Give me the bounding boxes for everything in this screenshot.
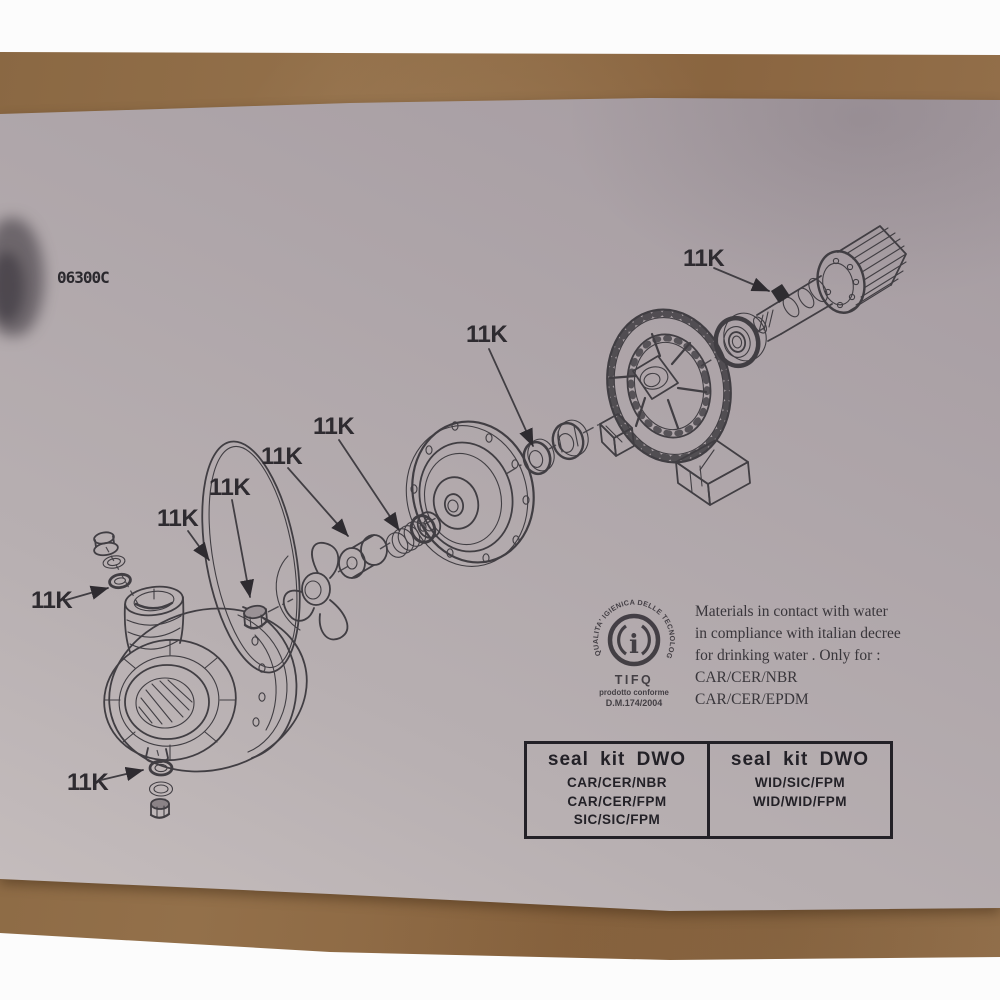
- bracket-foot-right: [675, 439, 751, 506]
- plug-axis-bottom: [156, 749, 161, 762]
- svg-text:11K: 11K: [313, 413, 355, 440]
- drain-plug-top: [93, 531, 132, 590]
- callout-11k-seal-holder: 11K: [261, 443, 349, 537]
- casing-gasket-oring: [201, 440, 301, 674]
- callout-11k-top-oring: 11K: [31, 585, 109, 614]
- impeller-nut: [243, 604, 269, 630]
- pump-casing: [103, 585, 308, 773]
- materials-line: Materials in contact with water: [695, 603, 888, 620]
- stamp-line2: D.M.174/2004: [606, 698, 663, 708]
- callout-11k-seal-seat: 11K: [466, 321, 534, 447]
- callout-11k-bottom-oring: 11K: [67, 766, 144, 796]
- motor-bracket: [599, 308, 751, 506]
- seal-kit-table: seal kit DWO CAR/CER/NBR CAR/CER/FPM SIC…: [524, 741, 893, 839]
- svg-text:11K: 11K: [466, 321, 508, 348]
- callout-11k-shaft-key: 11K: [683, 245, 770, 292]
- stamp-acronym: TIFQ: [615, 673, 653, 687]
- seal-kit-row: WID/WID/FPM: [753, 793, 847, 809]
- seal-kit-row: CAR/CER/FPM: [567, 793, 667, 809]
- seal-kit-row: WID/SIC/FPM: [754, 775, 846, 790]
- casing-spokes: [103, 639, 237, 761]
- materials-line: in compliance with italian decree: [695, 625, 901, 642]
- bracket-foot-left: [599, 413, 635, 457]
- svg-text:11K: 11K: [261, 443, 303, 470]
- impeller: [275, 542, 349, 641]
- seal-kit-column-1: seal kit DWO CAR/CER/NBR CAR/CER/FPM SIC…: [527, 744, 710, 836]
- flange-bolt-holes: [410, 421, 530, 563]
- stamp-circle: [607, 613, 661, 667]
- inlet-thread-hatch: [138, 679, 193, 725]
- stamp-right-paren: [640, 624, 651, 656]
- seal-kit-header: seal kit DWO: [547, 749, 687, 770]
- svg-text:11K: 11K: [157, 505, 199, 532]
- motor-shaft-rotor: [752, 225, 907, 342]
- materials-line: CAR/CER/NBR: [695, 669, 798, 686]
- bracket-spokes: [608, 332, 708, 430]
- shaft-thread-hatch: [758, 309, 774, 333]
- stamp-line1: prodotto conforme: [599, 688, 669, 697]
- drain-plug-bottom: [148, 759, 174, 819]
- callout-11k-mech-seal: 11K: [313, 413, 400, 531]
- svg-text:11K: 11K: [67, 769, 109, 796]
- seal-rotary-holder: [338, 534, 388, 579]
- part-code: 06300C: [57, 268, 109, 287]
- seal-kit-row: CAR/CER/NBR: [567, 775, 667, 790]
- vent-slots-inner: [627, 335, 711, 437]
- materials-line: CAR/CER/EPDM: [695, 691, 809, 708]
- seal-kit-row: SIC/SIC/FPM: [573, 812, 661, 827]
- rotor-end-holes: [824, 257, 860, 309]
- counterface-ring: [551, 419, 589, 461]
- svg-text:11K: 11K: [209, 474, 251, 501]
- seal-kit-header: seal kit DWO: [730, 749, 870, 770]
- materials-note: Materials in contact with water in compl…: [695, 601, 905, 711]
- seal-plate-flange: [405, 420, 535, 567]
- callouts: 11K 11K 11K 11K 11K: [31, 245, 770, 796]
- centerline: [267, 327, 765, 613]
- seal-kit-column-2: seal kit DWO WID/SIC/FPM WID/WID/FPM: [710, 744, 890, 836]
- materials-line: for drinking water . Only for :: [695, 647, 881, 664]
- callout-11k-casing-gasket: 11K: [157, 505, 210, 561]
- callout-11k-impeller-nut: 11K: [209, 474, 254, 598]
- shaft-key: [771, 284, 790, 303]
- stamp-i-glyph: i: [629, 630, 639, 660]
- stamp-left-paren: [617, 624, 628, 656]
- tifq-stamp: QUALITA' IGIENICA DELLE TECNOLOGIE ALIME…: [0, 98, 677, 708]
- ball-bearing: [713, 312, 767, 369]
- svg-text:11K: 11K: [683, 245, 725, 272]
